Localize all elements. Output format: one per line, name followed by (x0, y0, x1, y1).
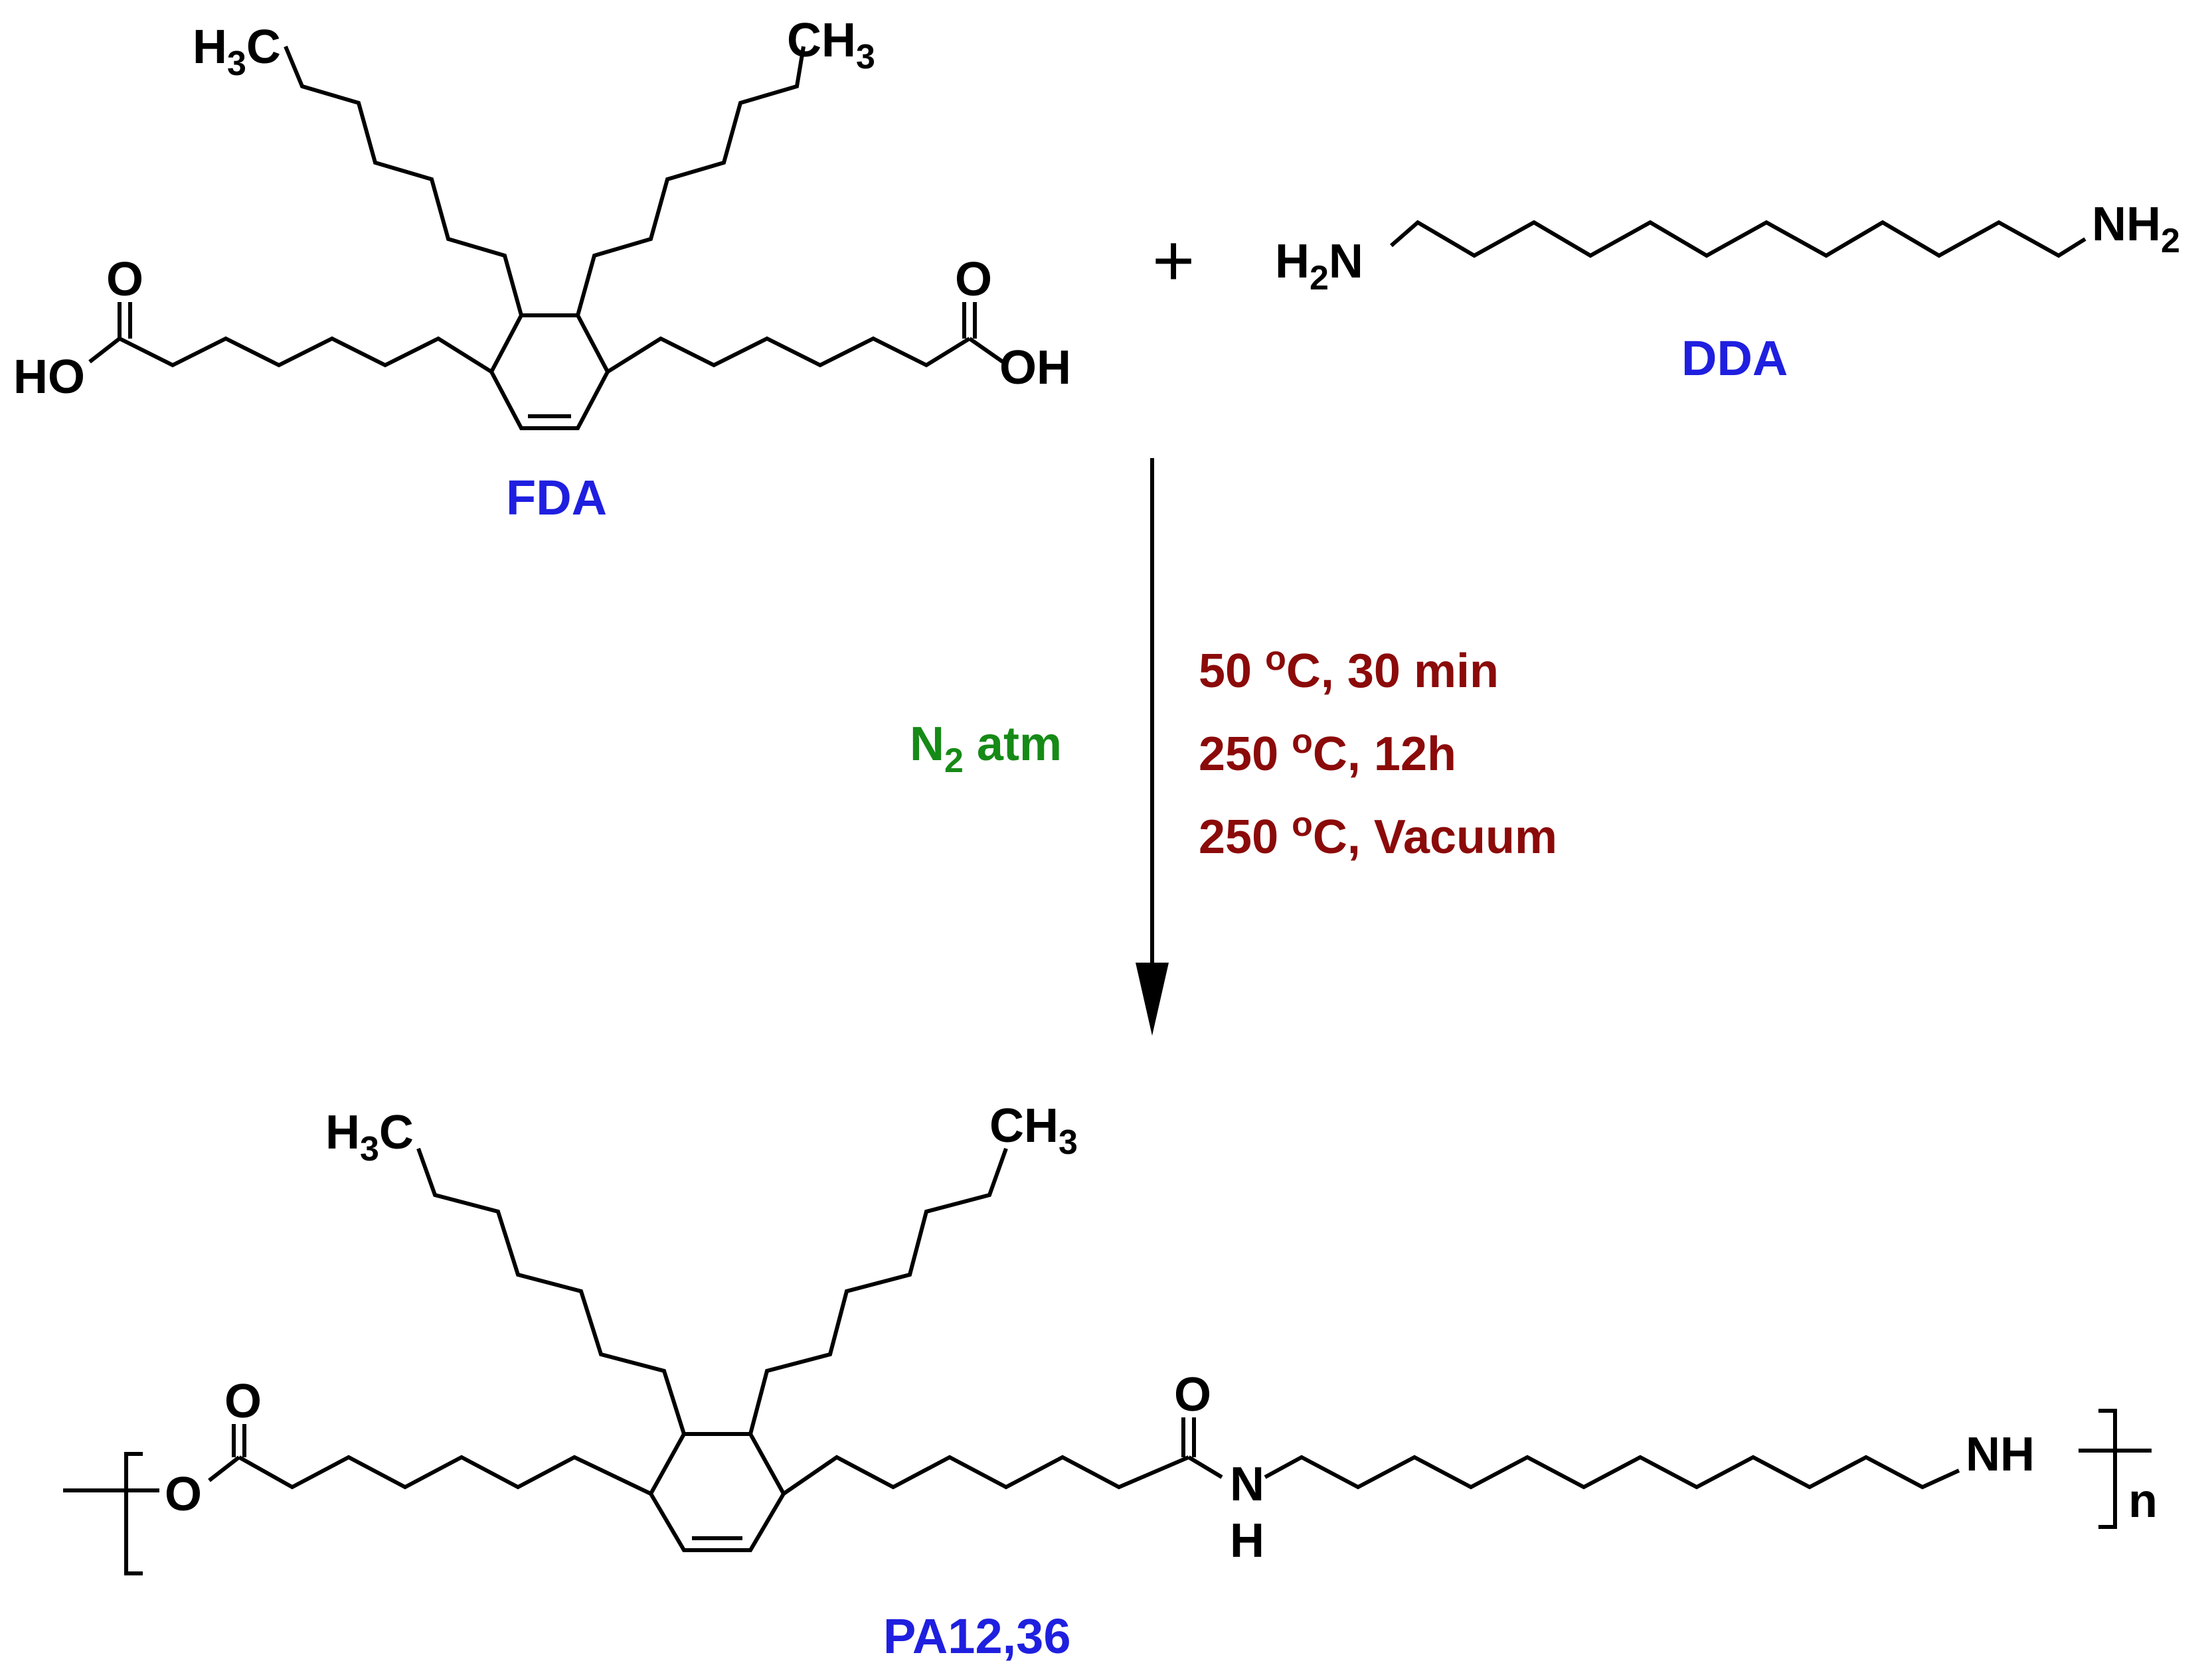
reaction-arrow (1136, 458, 1169, 1036)
fda-hydroxyl-left: HO (13, 351, 85, 404)
condition-step-2: 250 oC, 12h (1199, 722, 1456, 781)
product-methyl-right: CH3 (989, 1099, 1078, 1162)
fda-hydroxyl-right: OH (999, 341, 1071, 394)
product-amide-h: H (1230, 1514, 1264, 1567)
product-ring (649, 1432, 786, 1552)
fda-left-c-oh (88, 337, 121, 364)
product-diamine-chain (1264, 1455, 1960, 1490)
product-left-chain (238, 1455, 652, 1496)
fda-left-acid-chain (118, 336, 493, 374)
fda-carbonyl-o-right: O (955, 253, 992, 306)
dda-structure: H2N NH2 DDA (1275, 198, 2180, 386)
product-label: PA12,36 (883, 1609, 1071, 1664)
fda-right-acid-chain (606, 336, 971, 374)
fda-right-c-oh (968, 337, 1004, 364)
product-carbonyl-o-right: O (1174, 1368, 1211, 1421)
product-methyl-left: H3C (325, 1106, 414, 1168)
left-bracket (124, 1452, 143, 1575)
fda-structure: H3C CH3 O HO O OH FDA (13, 14, 1071, 525)
amide-c-n (1187, 1455, 1223, 1479)
product-carbonyl-o-left: O (224, 1375, 262, 1428)
product-right-chain (782, 1455, 1190, 1496)
product-amide-n: N (1230, 1458, 1264, 1511)
dda-chain (1390, 220, 2086, 258)
plus-sign: + (1152, 220, 1195, 301)
condition-step-3: 250 oC, Vacuum (1199, 805, 1557, 864)
fda-methyl-left: H3C (193, 21, 281, 83)
fda-methyl-right: CH3 (787, 14, 875, 76)
product-right-hexyl (748, 1147, 1008, 1435)
arrow-head (1136, 963, 1169, 1036)
ester-o-c (208, 1455, 240, 1482)
product-ester-o: O (165, 1468, 202, 1521)
fda-ring (489, 313, 610, 430)
fda-right-hexyl (576, 46, 806, 316)
repeat-unit-n: n (2128, 1474, 2158, 1528)
dda-label: DDA (1681, 331, 1788, 386)
dda-amine-right: NH2 (2092, 198, 2180, 260)
dda-amine-left: H2N (1275, 235, 1363, 297)
atmosphere-condition: N2 atm (910, 718, 1062, 780)
fda-carbonyl-o-left: O (106, 253, 143, 306)
product-end-nh: NH (1966, 1428, 2035, 1481)
right-bracket (2098, 1409, 2117, 1529)
fda-left-hexyl (284, 45, 523, 316)
fda-label: FDA (506, 470, 607, 525)
product-structure: H3C CH3 O O O N H NH n PA12,36 (63, 1099, 2158, 1664)
product-left-hexyl (416, 1147, 686, 1435)
condition-step-1: 50 oC, 30 min (1199, 639, 1499, 698)
